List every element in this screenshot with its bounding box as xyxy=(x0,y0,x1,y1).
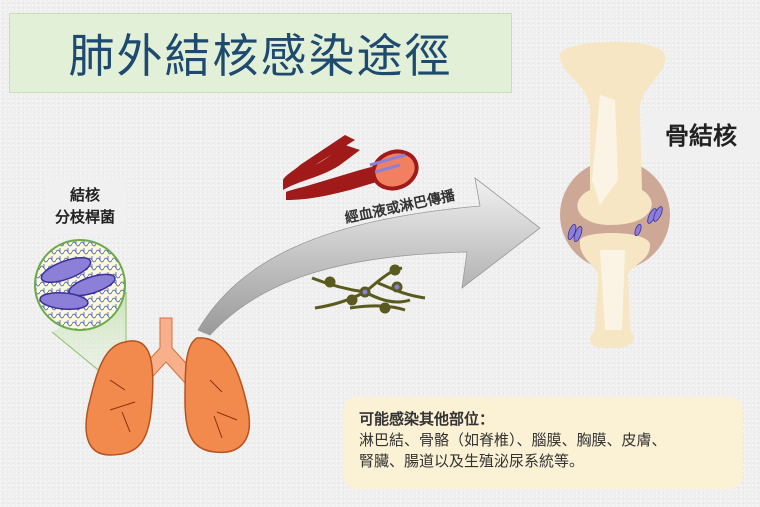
bacteria-label-line2: 分枝桿菌 xyxy=(54,208,115,226)
page-title: 肺外結核感染途徑 xyxy=(68,29,453,83)
bone-joint-icon xyxy=(560,41,670,349)
bacteria-magnified-icon xyxy=(34,239,126,331)
info-line-1: 淋巴結、骨骼（如脊椎）、腦膜、胸膜、皮膚、 xyxy=(359,431,667,449)
blood-vessel-icon xyxy=(283,135,419,200)
lungs-icon xyxy=(85,317,251,456)
info-heading: 可能感染其他部位： xyxy=(359,410,495,428)
bacteria-label-line1: 結核 xyxy=(69,186,100,204)
info-box: 可能感染其他部位： 淋巴結、骨骼（如脊椎）、腦膜、胸膜、皮膚、 腎臟、腸道以及生… xyxy=(343,397,743,489)
title-banner: 肺外結核感染途徑 xyxy=(9,13,512,93)
info-line-2: 腎臟、腸道以及生殖泌尿系統等。 xyxy=(359,452,585,470)
spread-arrow-icon xyxy=(197,177,541,336)
bacteria-label: 結核 分枝桿菌 xyxy=(44,178,126,234)
bone-tb-label: 骨結核 xyxy=(642,112,760,160)
lymph-vessel-icon xyxy=(311,264,426,314)
